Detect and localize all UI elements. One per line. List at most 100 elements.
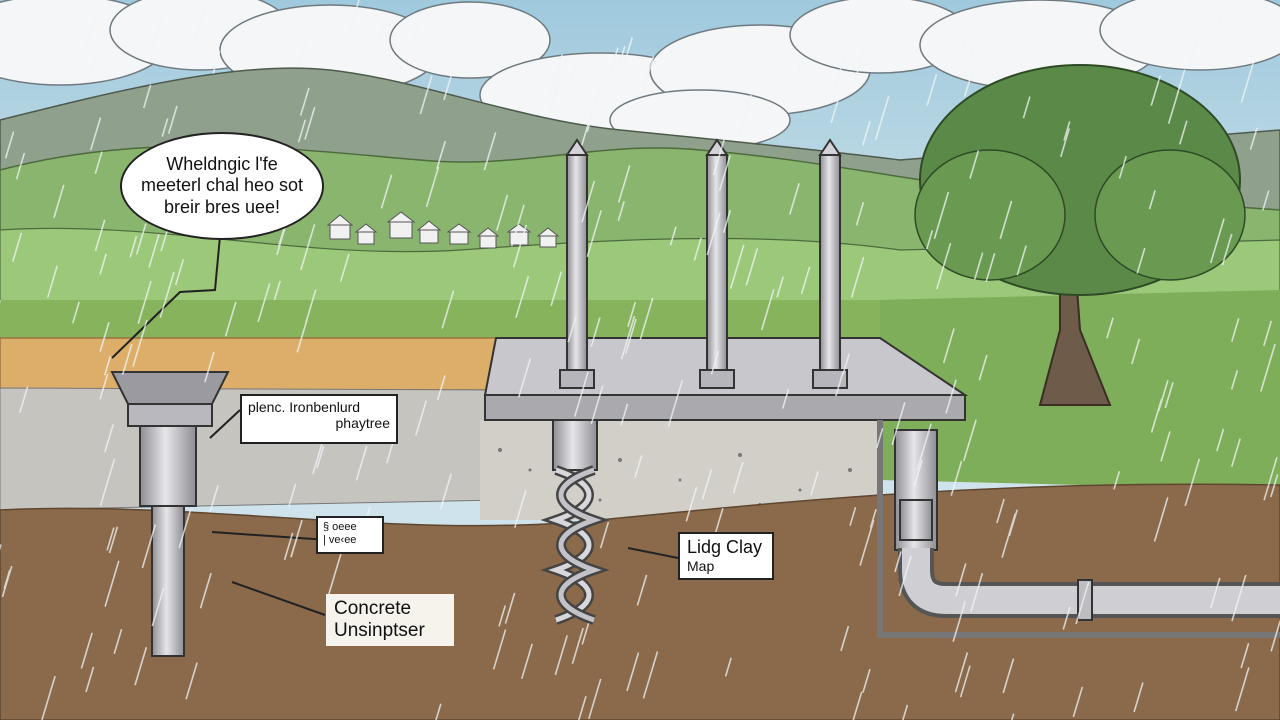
speech-line-1: Wheldngic l'fe: [166, 153, 278, 174]
rain-streak: [15, 152, 26, 180]
rain-streak: [1010, 713, 1015, 720]
rain-streak: [950, 460, 963, 496]
rain-streak: [849, 507, 857, 526]
rain-streak: [568, 64, 577, 85]
rain-streak: [515, 275, 530, 319]
rain-streak: [435, 703, 442, 720]
rain-streak: [835, 372, 844, 397]
rain-streak: [41, 675, 56, 720]
rain-streak: [945, 379, 957, 414]
rain-streak: [386, 442, 394, 464]
rain-streak: [161, 118, 169, 137]
rain-streak: [492, 629, 507, 670]
rain-streak: [1263, 320, 1273, 347]
rain-streak: [104, 560, 120, 607]
rain-streak: [701, 469, 713, 500]
rain-streak: [53, 184, 65, 219]
rain-streak: [85, 666, 95, 693]
rain-streak: [926, 74, 938, 107]
rain-streak: [1216, 428, 1225, 452]
rain-streak: [850, 257, 865, 298]
rain-streak: [685, 486, 698, 522]
rain-streak: [718, 154, 731, 191]
rain-streak: [985, 252, 996, 282]
rain-streak: [1270, 474, 1279, 498]
left-pile: [110, 371, 230, 657]
rain-streak: [159, 271, 175, 318]
rain-streak: [174, 259, 185, 286]
rain-streak: [151, 587, 165, 627]
rain-streak: [710, 350, 720, 375]
rain-streak: [567, 316, 577, 343]
rain-streak: [586, 210, 602, 258]
rain-streak: [94, 219, 106, 251]
rain-streak: [1160, 431, 1171, 462]
rain-streak: [851, 42, 867, 88]
rain-streak: [891, 402, 906, 446]
rain-streak: [1060, 128, 1071, 157]
rain-streak: [959, 665, 971, 698]
concrete-label-line-1: Concrete: [334, 598, 412, 619]
rain-streak: [1249, 127, 1258, 150]
rain-streak: [634, 455, 643, 479]
helix-label: Lidg Clay Map: [678, 532, 774, 580]
rain-streak: [141, 524, 157, 569]
rain-streak: [760, 289, 775, 331]
rain-streak: [641, 56, 655, 93]
rain-streak: [193, 1, 209, 46]
rain-streak: [581, 180, 596, 223]
plate-label: plenc. Ironbenlurd phaytree: [240, 394, 398, 444]
rain-streak: [1062, 606, 1071, 630]
rain-streak: [1106, 317, 1114, 339]
rain-streak: [1063, 121, 1071, 141]
rain-streak: [571, 627, 584, 664]
rain-streak: [894, 551, 902, 573]
rain-streak: [3, 569, 11, 589]
rain-streak: [862, 668, 871, 693]
rain-streak: [963, 419, 977, 461]
rain-streak: [636, 574, 648, 606]
rain-streak: [840, 625, 850, 652]
rain-streak: [898, 555, 912, 597]
rain-streak: [504, 592, 516, 624]
rain-streak: [586, 89, 601, 133]
rain-streak: [952, 601, 967, 643]
rain-streak: [617, 165, 631, 203]
rain-streak: [4, 131, 15, 159]
rain-streak: [380, 174, 393, 209]
rain-streak: [902, 704, 909, 720]
rain-streak: [373, 21, 387, 58]
rain-streak: [722, 209, 732, 234]
small-tag-line-1: § oeee: [323, 521, 357, 533]
rain-streak: [732, 461, 744, 494]
rain-streak: [283, 532, 294, 561]
rain-streak: [99, 373, 109, 400]
rain-streak: [89, 49, 99, 74]
rain-streak: [1230, 438, 1241, 467]
rain-streak: [1184, 458, 1201, 507]
rain-streak: [99, 458, 116, 507]
rain-streak: [1016, 245, 1027, 276]
rain-streak: [626, 652, 640, 692]
rain-streak: [297, 36, 308, 66]
rain-streak: [969, 150, 980, 179]
rain-streak: [669, 226, 677, 246]
rain-streak: [1231, 574, 1247, 622]
rain-streak: [788, 183, 800, 215]
rain-streak: [810, 471, 819, 496]
rain-streak: [204, 351, 215, 383]
rain-streak: [547, 54, 564, 102]
rain-streak: [167, 105, 178, 135]
rain-streak: [1221, 233, 1233, 266]
rain-streak: [667, 379, 684, 427]
small-tag-line-2: | ve‹ee: [323, 533, 357, 546]
rain-streak: [150, 8, 165, 50]
concrete-label: Concrete Unsinptser: [326, 594, 454, 646]
rain-streak: [1153, 497, 1169, 542]
rain-streak: [942, 328, 955, 364]
rain-streak: [615, 45, 626, 76]
rain-streak: [103, 356, 112, 376]
rain-streak: [573, 371, 589, 417]
rain-streak: [1230, 318, 1240, 342]
rain-streak: [1150, 75, 1162, 106]
